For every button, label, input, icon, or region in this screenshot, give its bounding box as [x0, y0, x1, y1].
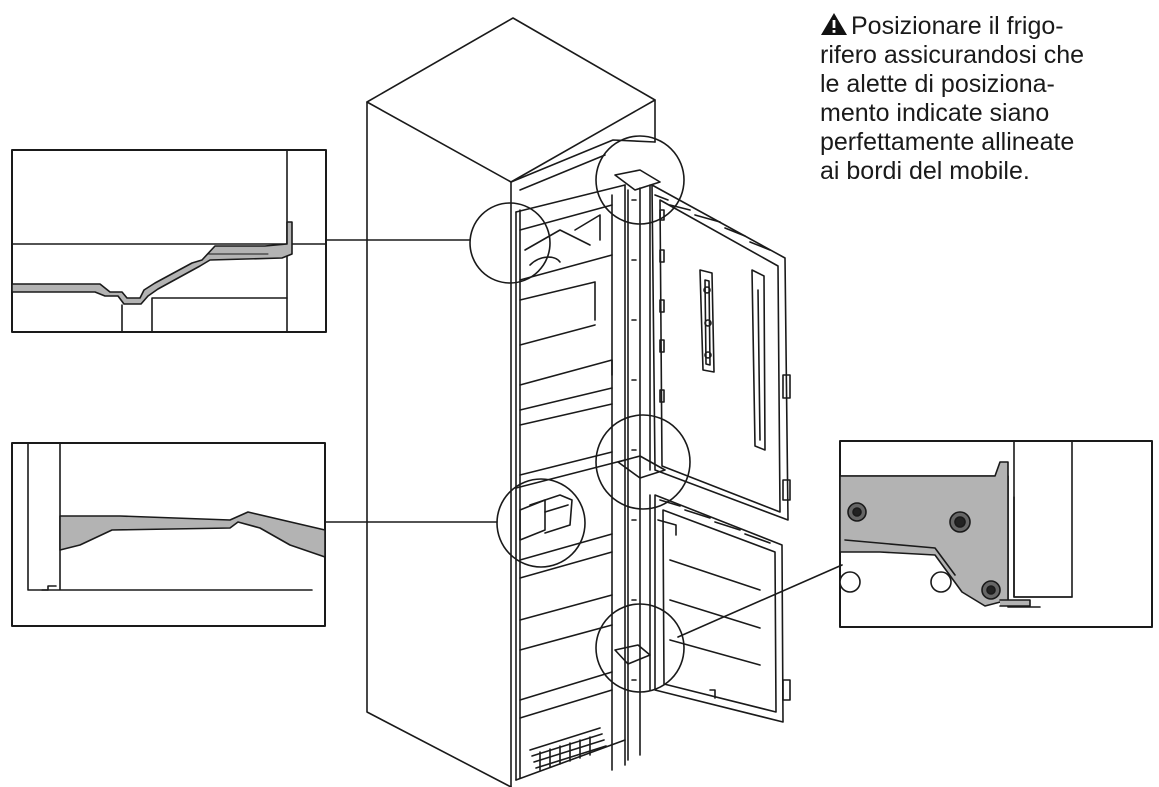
callout-circle-middle-left: [496, 478, 586, 568]
callout-circle-middle-hinge: [595, 414, 691, 510]
warning-text-1: Posizionare il frigo-: [851, 12, 1064, 40]
warning-triangle-icon: [821, 13, 847, 35]
detail-box-top: [11, 149, 327, 333]
callout-circle-bottom-hinge: [595, 603, 685, 693]
upper-door: [649, 184, 791, 521]
warning-line-1: Posizionare il frigo-: [820, 12, 1156, 41]
leader-line-right: [677, 564, 843, 638]
warning-text-2: rifero assicurandosi che: [820, 41, 1085, 69]
detail-box-middle: [11, 442, 326, 627]
detail-box-right: [839, 440, 1153, 628]
callout-circle-top-hinge: [595, 135, 685, 225]
callout-circle-top-left: [469, 202, 551, 284]
warning-text-6: ai bordi del mobile.: [820, 157, 1030, 185]
lower-door: [649, 494, 791, 723]
warning-text-5: perfettamente allineate: [820, 128, 1075, 156]
installation-warning-note: Posizionare il frigo- rifero assicurando…: [820, 12, 1156, 186]
warning-text-3: le alette di posiziona-: [820, 70, 1055, 98]
warning-text-4: mento indicate siano: [820, 99, 1050, 127]
fridge-body: [515, 184, 641, 781]
